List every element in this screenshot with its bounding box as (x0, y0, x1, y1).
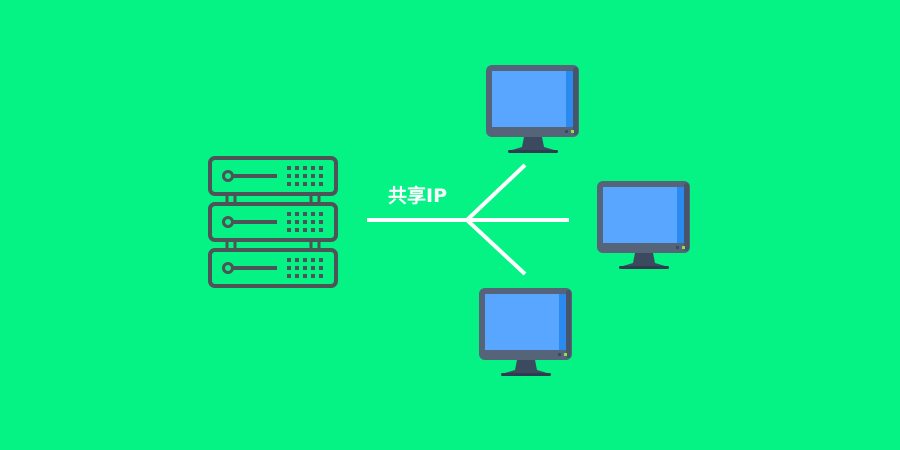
monitor-top-icon (486, 65, 579, 153)
connection-lines (367, 163, 569, 276)
shared-ip-label: 共享IP (388, 185, 447, 207)
monitor-middle-icon (597, 181, 690, 269)
server-rack-icon (208, 156, 338, 288)
monitor-bottom-icon (479, 288, 572, 376)
